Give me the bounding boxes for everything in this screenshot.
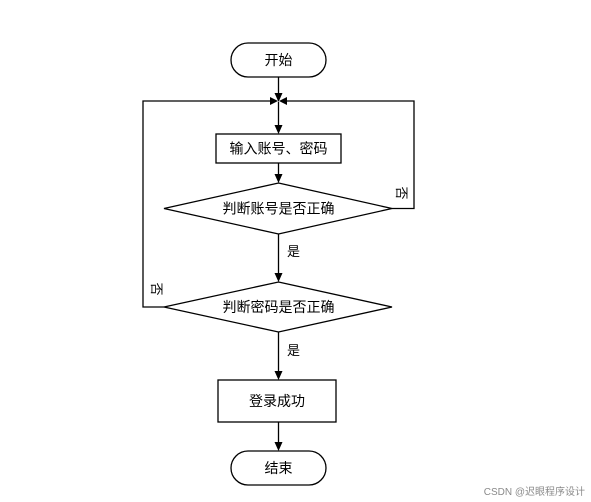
arrowhead-to-check-account (274, 174, 283, 183)
watermark: CSDN @迟眼程序设计 (484, 485, 585, 498)
arrowhead-to-input (274, 125, 283, 134)
end-label: 结束 (265, 461, 293, 477)
connector-password-no-loop (142, 100, 270, 308)
check-password-node: 判断密码是否正确 (163, 281, 393, 333)
arrowhead-start-down (274, 93, 283, 102)
check-account-label: 判断账号是否正确 (223, 202, 335, 218)
start-label: 开始 (265, 53, 293, 69)
account-yes-label: 是 (287, 245, 300, 260)
end-node: 结束 (230, 450, 327, 486)
start-node: 开始 (230, 42, 327, 78)
check-password-label: 判断密码是否正确 (223, 299, 335, 316)
connector-account-no-loop (287, 100, 415, 210)
arrowhead-account-no (279, 97, 287, 105)
password-yes-label: 是 (287, 344, 300, 359)
input-label: 输入账号、密码 (230, 141, 328, 158)
login-success-node: 登录成功 (217, 379, 337, 423)
check-account-node: 判断账号是否正确 (163, 182, 393, 235)
arrowhead-password-no (270, 97, 278, 105)
input-node: 输入账号、密码 (215, 133, 342, 164)
arrowhead-password-yes (274, 371, 283, 380)
login-success-label: 登录成功 (249, 394, 305, 410)
arrowhead-to-end (274, 442, 283, 451)
account-no-label: 否 (393, 186, 408, 199)
password-no-label: 否 (148, 282, 163, 295)
arrowhead-account-yes (274, 273, 283, 282)
